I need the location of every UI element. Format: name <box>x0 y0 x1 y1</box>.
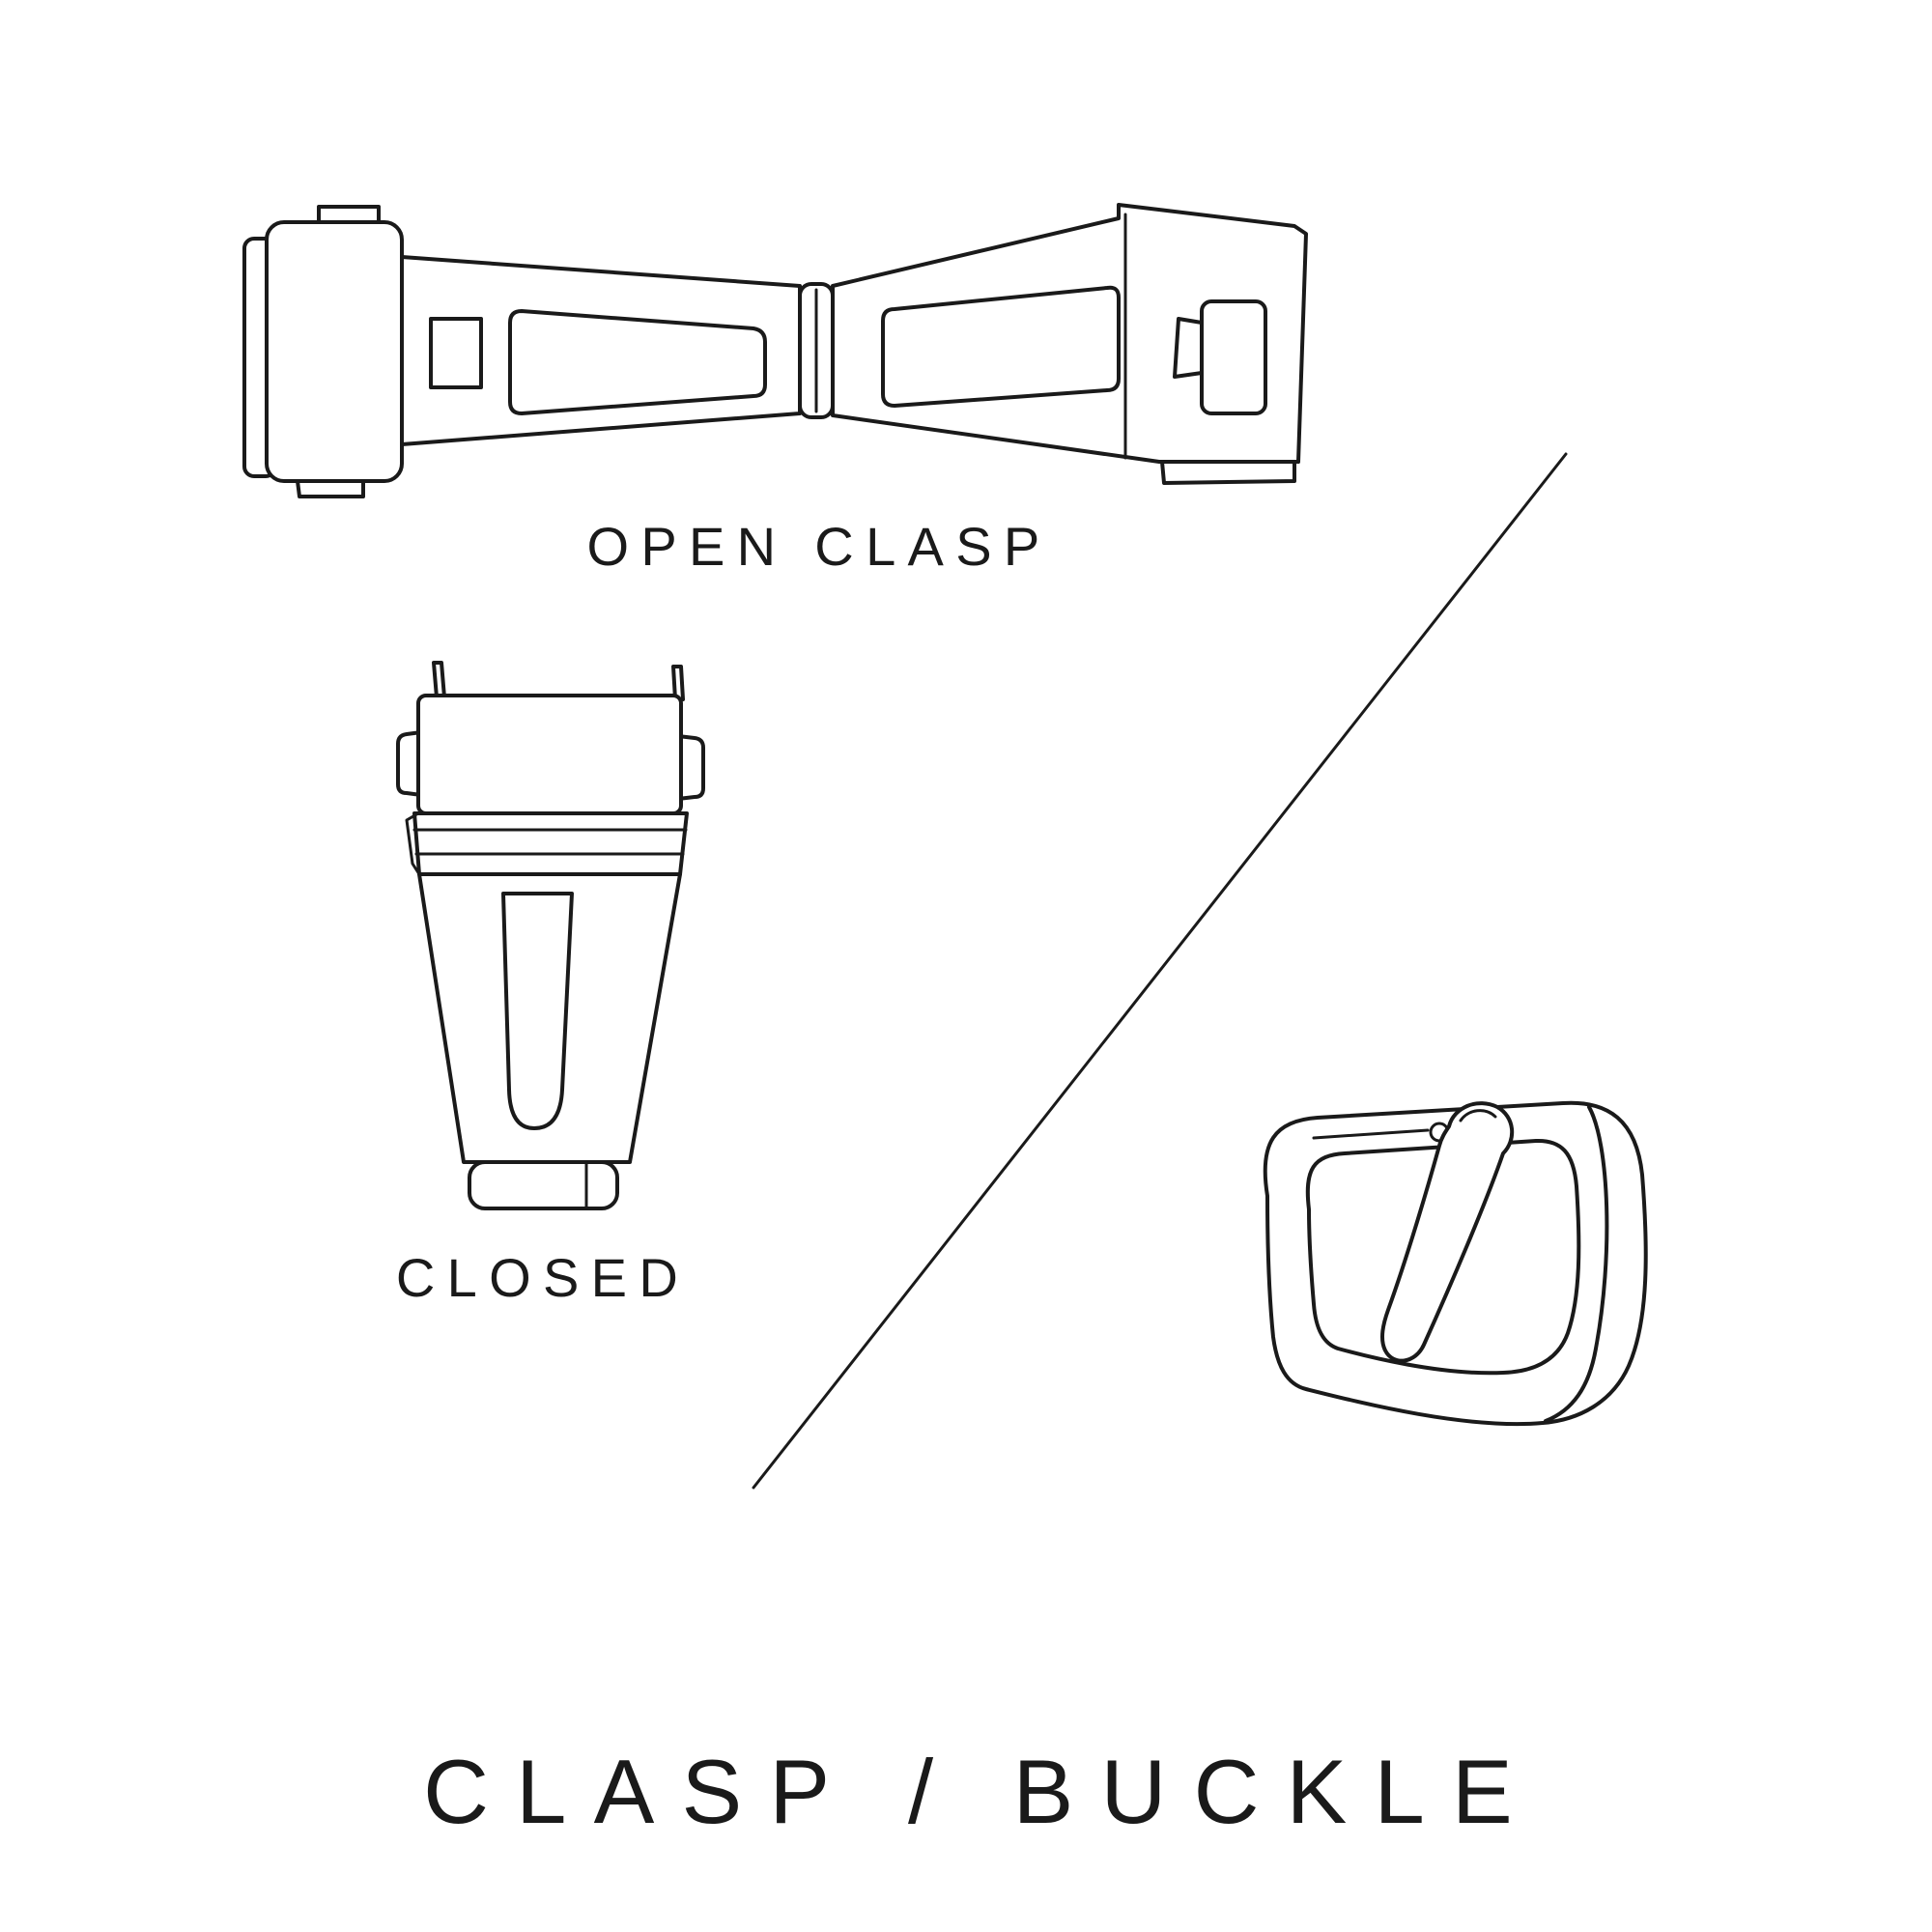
closed-clasp-band <box>412 811 689 876</box>
open-clasp-catch <box>1200 299 1267 415</box>
closed-clasp-left-ear <box>396 730 423 797</box>
open-clasp-left-block <box>265 220 404 483</box>
closed-clasp-right-ear <box>676 734 705 801</box>
buckle-tongue-loop <box>1459 1109 1497 1122</box>
open-clasp-right-slot <box>881 285 1121 408</box>
open-clasp-left-slot <box>508 309 767 415</box>
buckle-opening <box>1305 1138 1581 1376</box>
closed-clasp-top-block <box>416 694 683 815</box>
buckle-right-edge <box>1544 1105 1609 1423</box>
open-clasp-left-notch <box>429 317 483 389</box>
open-clasp-right-tab <box>1160 460 1296 485</box>
open-clasp-right-arm <box>831 203 1308 464</box>
closed-clasp-left-prong <box>432 661 446 699</box>
closed-label: CLOSED <box>395 1247 691 1308</box>
diagram-title: CLASP / BUCKLE <box>423 1741 1540 1842</box>
buckle-tongue <box>1379 1101 1515 1363</box>
open-clasp-label: OPEN CLASP <box>586 516 1052 577</box>
open-clasp-bottom-tab <box>296 479 365 498</box>
open-clasp-illustration <box>242 203 1308 498</box>
open-clasp-left-arm <box>400 255 802 446</box>
closed-clasp-foot <box>468 1160 619 1210</box>
buckle-pin <box>1312 1128 1430 1140</box>
buckle-illustration <box>1263 1100 1648 1427</box>
closed-clasp-right-prong <box>671 665 685 701</box>
open-clasp-top-tab <box>317 205 381 225</box>
closed-clasp-band-fold <box>405 811 421 876</box>
closed-clasp-slot <box>501 892 574 1130</box>
closed-clasp-body <box>417 872 682 1164</box>
closed-clasp-illustration <box>396 661 705 1210</box>
diagonal-divider <box>752 452 1568 1490</box>
open-clasp-catch-hook <box>1173 317 1204 379</box>
